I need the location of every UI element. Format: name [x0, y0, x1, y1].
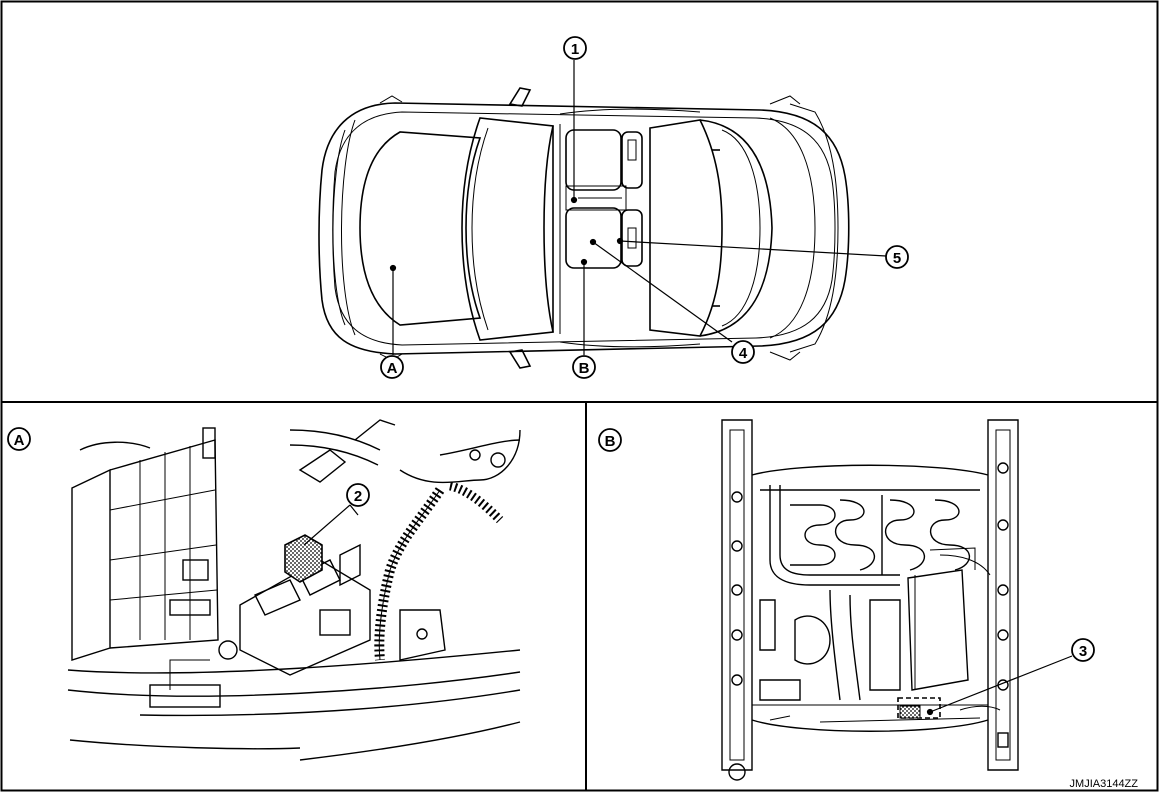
callout-b-top: B: [572, 355, 596, 379]
callout-3: 3: [1071, 638, 1095, 662]
callout-b-panel-label: B: [605, 433, 616, 450]
callout-4-label: 4: [739, 345, 748, 362]
car-top-view: [318, 87, 850, 369]
engine-bay-drawing: [67, 419, 521, 761]
callout-1: 1: [563, 36, 587, 60]
relay-highlight: [284, 534, 323, 583]
callout-a-panel-label: A: [14, 432, 25, 449]
panel-b: B: [598, 419, 1139, 790]
callout-2-leaders: [303, 504, 359, 546]
callout-4: 4: [731, 340, 755, 364]
car-body-outline: [318, 102, 850, 355]
callout-a-panel: A: [7, 427, 31, 451]
reference-code: JMJIA3144ZZ: [1070, 778, 1139, 790]
callout-3-leader: [926, 655, 1073, 716]
callout-2-label: 2: [354, 488, 362, 505]
callout-1-label: 1: [571, 41, 579, 58]
callout-2: 2: [346, 483, 370, 507]
top-leaders: [389, 60, 887, 355]
callout-5: 5: [885, 245, 909, 269]
callout-a-top: A: [380, 355, 404, 379]
callout-3-label: 3: [1079, 643, 1087, 660]
callout-a-top-label: A: [387, 360, 398, 377]
callout-b-panel: B: [598, 428, 622, 452]
callout-5-label: 5: [893, 250, 901, 267]
seat-drawing: [721, 419, 1019, 781]
callout-b-top-label: B: [579, 360, 590, 377]
panel-a: A: [7, 419, 521, 761]
connector-highlight: [899, 705, 921, 719]
